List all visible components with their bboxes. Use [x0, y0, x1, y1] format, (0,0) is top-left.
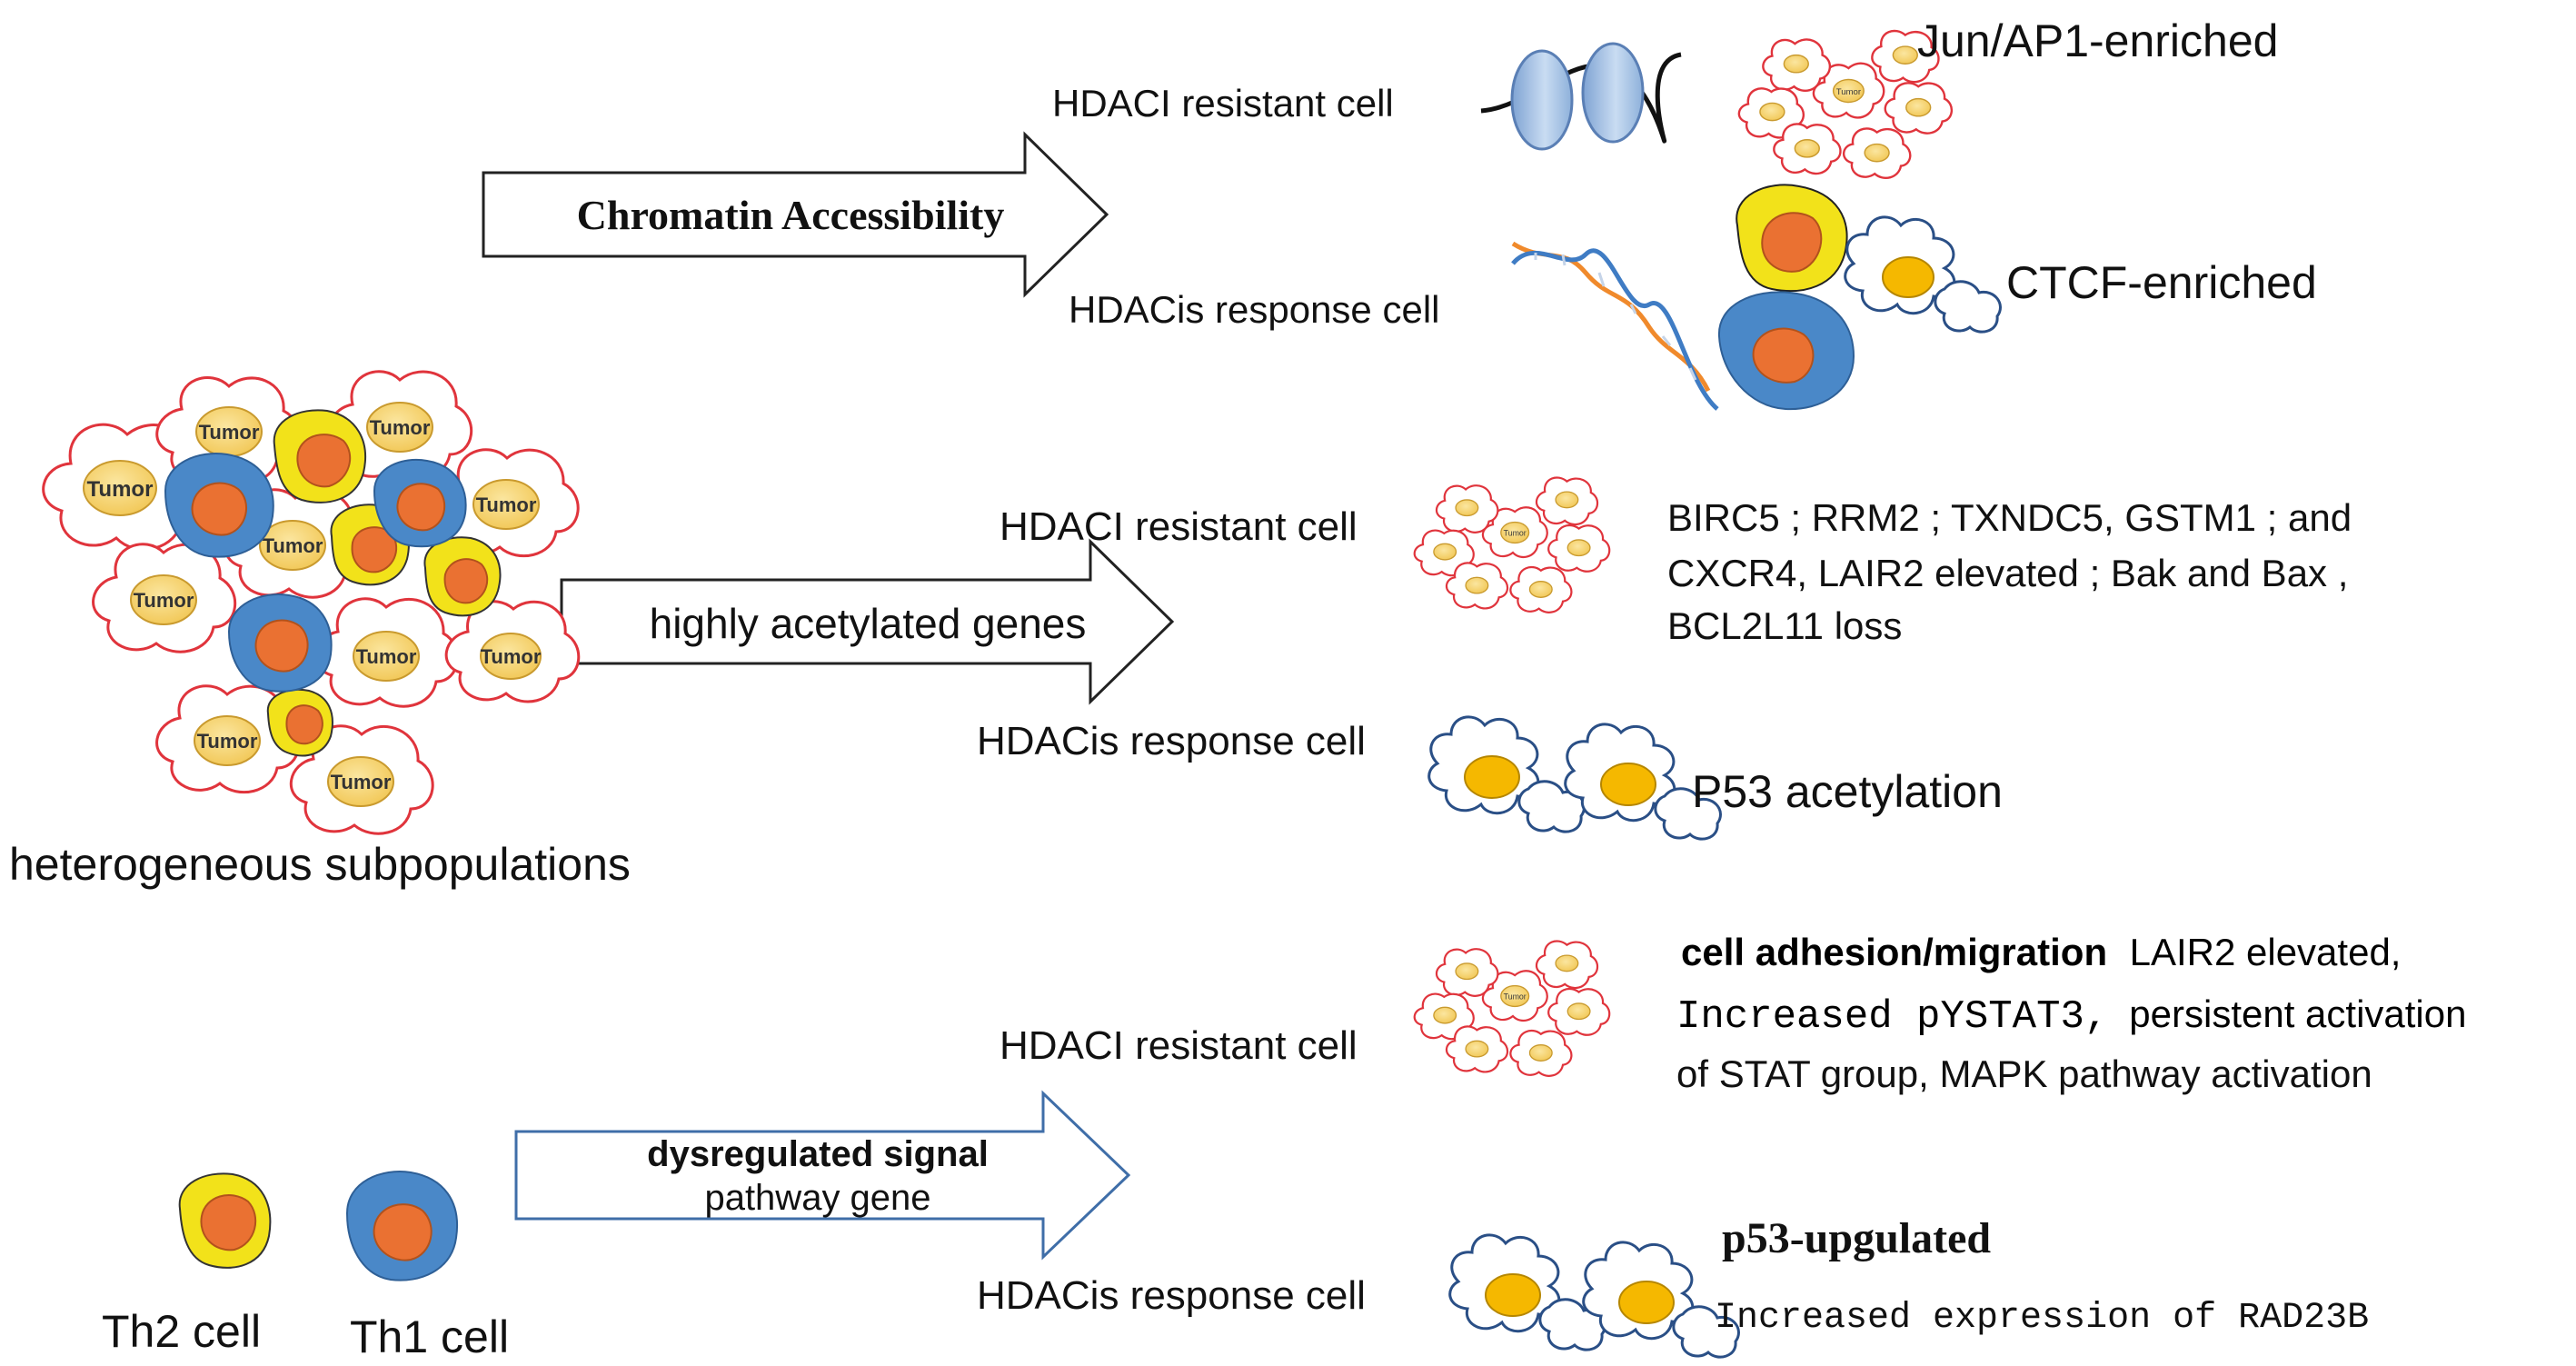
th2-cell-icon	[273, 409, 366, 504]
tumor-cell-icon: Tumor	[155, 684, 301, 794]
cloud-cell-icon	[1582, 1241, 1740, 1359]
block-arrow-icon	[482, 131, 1109, 298]
cloud-cell-icon	[1448, 1233, 1606, 1351]
tumor-label: Tumor	[331, 771, 392, 793]
acetylated-arrow-label: highly acetylated genes	[650, 600, 1087, 647]
row3-resistant-label: HDACI resistant cell	[1000, 1023, 1358, 1068]
th2-cell-icon	[423, 536, 502, 617]
th1-cell-icon	[373, 459, 467, 548]
row1-response-result: CTCF-enriched	[2006, 257, 2317, 308]
tumor-cell-icon: Tumor	[42, 423, 210, 551]
row1-response-label: HDACis response cell	[1069, 288, 1439, 331]
tumor-label: Tumor	[370, 416, 431, 439]
row1-resistant-label: HDACI resistant cell	[1052, 82, 1394, 125]
heterogeneous-label: heterogeneous subpopulations	[9, 839, 631, 890]
row3-response-label: HDACis response cell	[977, 1273, 1366, 1318]
cloud-cell-icon	[1427, 715, 1586, 833]
row3-line1-rest: LAIR2 elevated,	[2130, 931, 2402, 973]
th1-cell-icon	[227, 593, 333, 693]
tumor-cluster-row1: Tumor	[1737, 29, 1953, 180]
tumor-label: Tumor	[481, 645, 542, 668]
cloud-cell-icon	[1844, 215, 2002, 334]
tumor-cell-icon: Tumor	[314, 597, 459, 708]
th2-cell-icon	[1736, 184, 1848, 293]
th1-cell-icon	[345, 1171, 458, 1281]
th2-cell-icon	[178, 1172, 272, 1269]
tumor-cluster-row3: Tumor	[1413, 940, 1611, 1077]
row2-resistant-line3: BCL2L11 loss	[1667, 604, 1902, 647]
tumor-label: Tumor	[1836, 87, 1862, 97]
th1-cell-icon	[1717, 291, 1855, 411]
dna-helix-icon	[1511, 241, 1719, 411]
signal-arrow-label-line1: dysregulated signal	[647, 1134, 989, 1174]
tumor-label: Tumor	[1504, 529, 1527, 538]
signal-arrow-label-line2: pathway gene	[704, 1178, 930, 1218]
row2-resistant-line1: BIRC5 ; RRM2 ; TXNDC5, GSTM1 ; and	[1667, 496, 2352, 539]
arrow-chromatin-accessibility: Chromatin Accessibility	[482, 131, 1109, 298]
row3-response-line: Increased expression of RAD23B	[1715, 1298, 2369, 1339]
tumor-cell-icon: Tumor	[1812, 62, 1885, 119]
row3-line1-bold: cell adhesion/migration	[1681, 931, 2107, 973]
row3-line2-mono: Increased pYSTAT3,	[1676, 994, 2108, 1040]
row3-resistant-line3: of STAT group, MAPK pathway activation	[1676, 1052, 2372, 1095]
chromatin-arrow-label: Chromatin Accessibility	[577, 192, 1005, 238]
tumor-label: Tumor	[356, 645, 417, 668]
tumor-label: Tumor	[199, 421, 260, 444]
nucleosome-icon	[1480, 42, 1682, 151]
th2-label: Th2 cell	[102, 1306, 261, 1357]
tumor-cell-icon: Tumor	[289, 724, 434, 835]
row2-resistant-label: HDACI resistant cell	[1000, 504, 1358, 549]
heterogeneous-cluster: Tumor Tumor Tumor Tumor Tumor Tumor	[42, 370, 581, 835]
th2-cell-icon	[266, 688, 333, 757]
block-arrow-icon	[560, 538, 1175, 705]
tumor-cluster-row2: Tumor	[1413, 476, 1611, 613]
tumor-label: Tumor	[134, 589, 194, 612]
row3-resistant-line2: Increased pYSTAT3, persistent activation	[1676, 992, 2466, 1040]
row1-resistant-result: Jun/AP1-enriched	[1917, 15, 2278, 66]
row3-resistant-line1: cell adhesion/migration LAIR2 elevated,	[1681, 931, 2401, 974]
arrow-highly-acetylated: highly acetylated genes	[560, 538, 1175, 705]
cloud-cell-icon	[1564, 723, 1722, 841]
row3-response-title: p53-upgulated	[1722, 1214, 1991, 1262]
tumor-label: Tumor	[263, 534, 323, 557]
row3-line2-rest: persistent activation	[2129, 992, 2466, 1035]
row2-resistant-line2: CXCR4, LAIR2 elevated ; Bak and Bax ,	[1667, 552, 2348, 594]
arrow-dysregulated-signal: dysregulated signal pathway gene	[514, 1090, 1131, 1261]
tumor-cell-icon: Tumor	[434, 448, 580, 558]
row2-response-label: HDACis response cell	[977, 719, 1366, 763]
tumor-cell-icon: Tumor	[444, 600, 581, 703]
tumor-label: Tumor	[87, 477, 154, 502]
tumor-label: Tumor	[1504, 992, 1527, 1002]
row2-response-result: P53 acetylation	[1692, 766, 2003, 817]
th1-cell-icon	[164, 453, 274, 558]
tumor-label: Tumor	[197, 730, 258, 753]
th1-label: Th1 cell	[350, 1311, 509, 1362]
block-arrow-icon	[514, 1090, 1131, 1261]
tumor-label: Tumor	[476, 494, 537, 516]
tumor-cell-icon: Tumor	[92, 543, 237, 653]
